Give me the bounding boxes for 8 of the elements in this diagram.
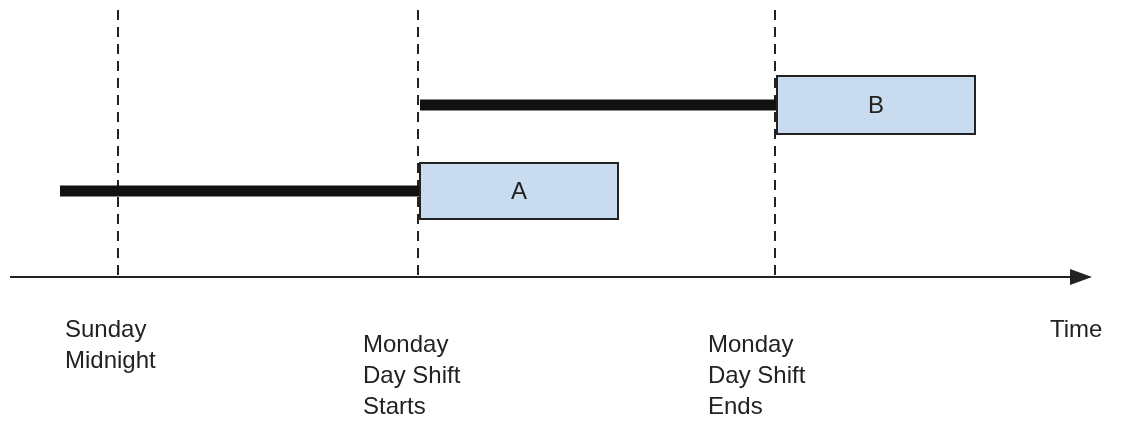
time-point-label: Monday Day Shift Starts — [363, 329, 462, 421]
task-box: A — [419, 162, 619, 220]
time-point-label: Monday Day Shift Ends — [708, 329, 807, 421]
task-box: B — [776, 75, 976, 135]
time-point-label: Sunday Midnight — [65, 314, 157, 375]
axis-label: Time — [1050, 314, 1103, 344]
bar-line — [420, 99, 776, 111]
bar-line — [60, 185, 419, 197]
